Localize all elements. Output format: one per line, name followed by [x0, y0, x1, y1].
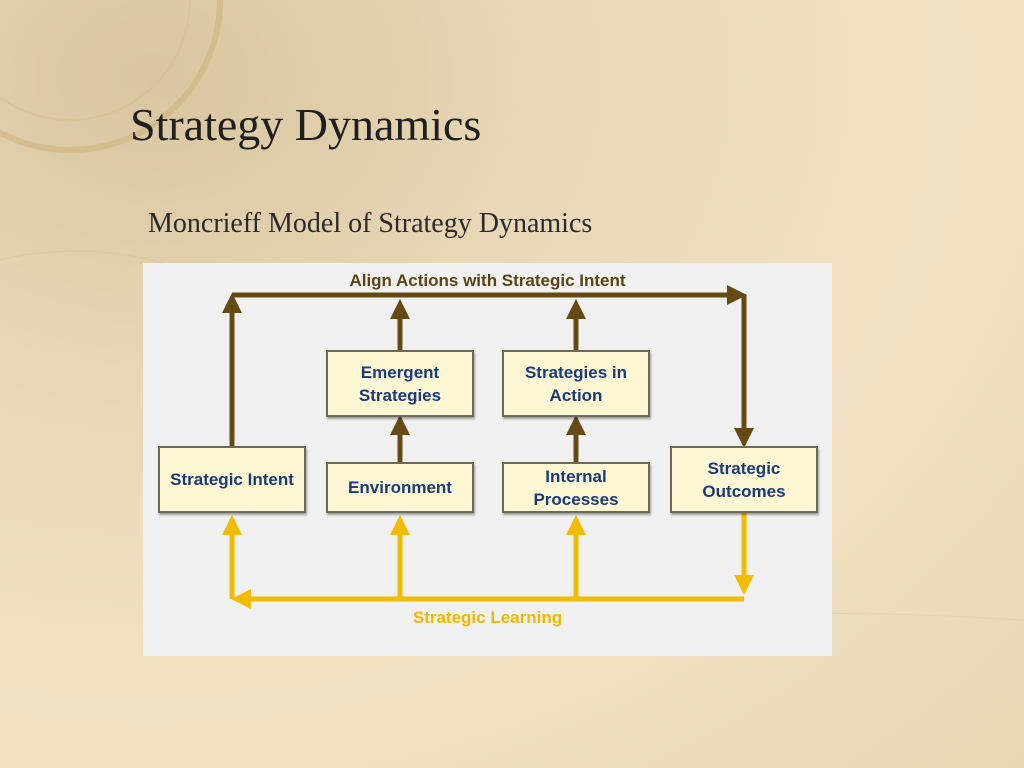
box-environment: Environment: [326, 462, 474, 513]
box-emergent-strategies: Emergent Strategies: [326, 350, 474, 417]
box-strategic-intent: Strategic Intent: [158, 446, 306, 513]
box-internal-processes: Internal Processes: [502, 462, 650, 513]
box-strategic-outcomes: Strategic Outcomes: [670, 446, 818, 513]
strategic-learning-label: Strategic Learning: [412, 608, 563, 627]
diagram-panel: Align Actions with Strategic Intent Stra…: [143, 263, 832, 656]
box-strategies-in-action: Strategies in Action: [502, 350, 650, 417]
slide-subtitle: Moncrieff Model of Strategy Dynamics: [148, 208, 593, 239]
align-actions-label: Align Actions with Strategic Intent: [349, 271, 626, 290]
flow-arrows: [222, 285, 754, 609]
slide-title: Strategy Dynamics: [130, 99, 482, 150]
